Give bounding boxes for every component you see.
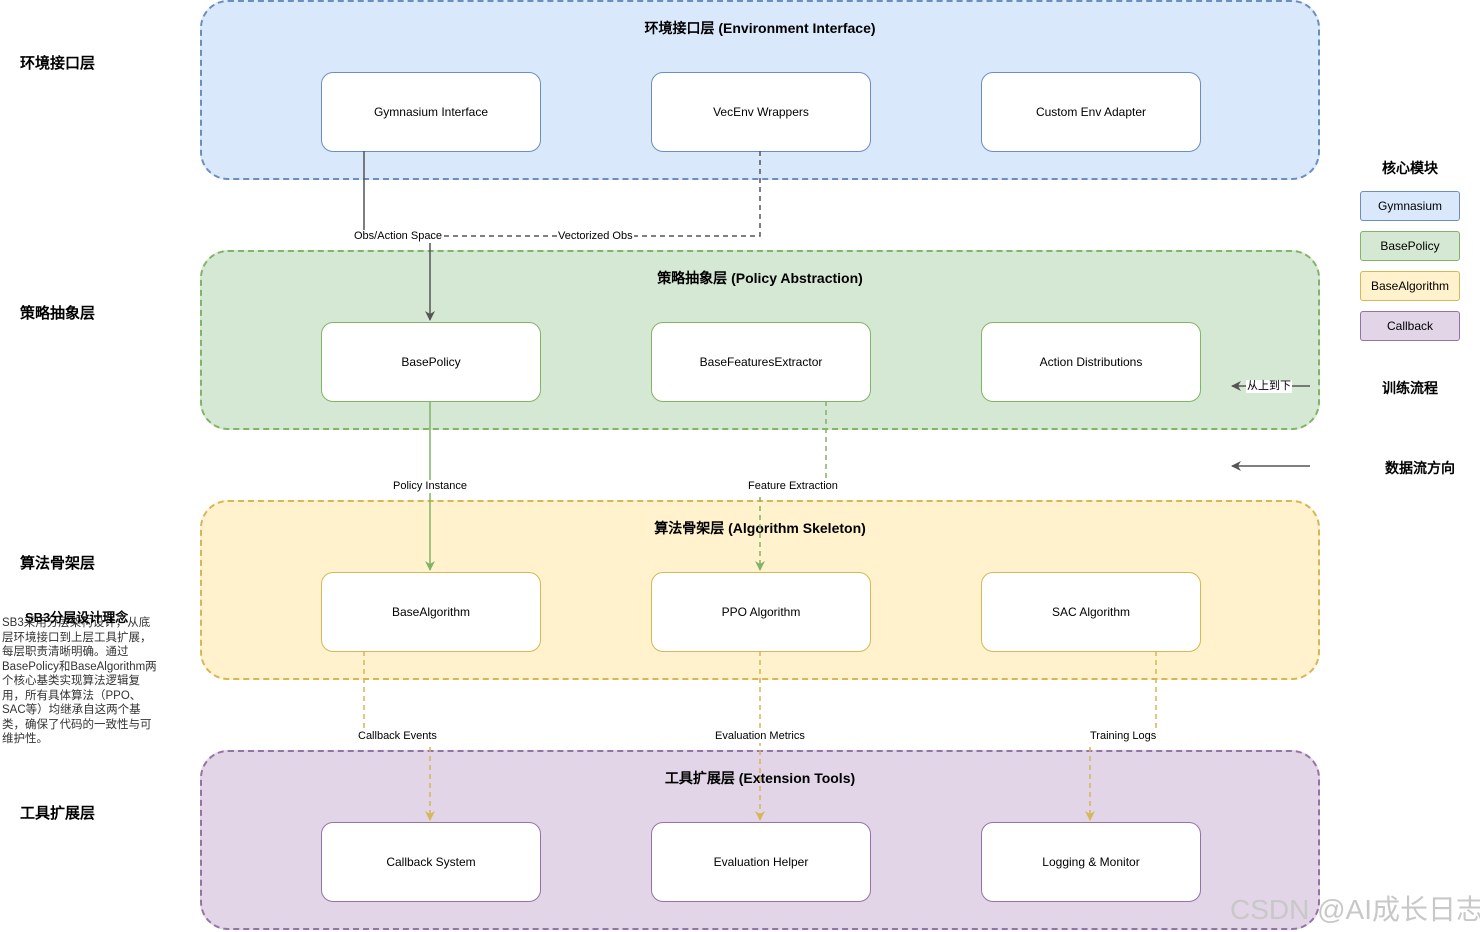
side-label-policy: 策略抽象层 xyxy=(20,305,96,322)
layer-algorithm: 算法骨架层 (Algorithm Skeleton) BaseAlgorithm… xyxy=(200,500,1320,680)
layer-environment: 环境接口层 (Environment Interface) Gymnasium … xyxy=(200,0,1320,180)
side-label-env: 环境接口层 xyxy=(20,55,96,72)
legend-flow-label: 从上到下 xyxy=(1246,380,1292,393)
legend-item-gymnasium: Gymnasium xyxy=(1360,191,1460,221)
side-label-tools: 工具扩展层 xyxy=(20,805,96,822)
legend-flow-title: 训练流程 xyxy=(1382,380,1438,396)
design-note-title: SB3分层设计理念 xyxy=(25,610,129,625)
edge-label-evaluation-metrics: Evaluation Metrics xyxy=(714,730,806,743)
vecenv-wrappers-node[interactable]: VecEnv Wrappers xyxy=(651,72,871,152)
legend-item-basepolicy: BasePolicy xyxy=(1360,231,1460,261)
action-distributions-node[interactable]: Action Distributions xyxy=(981,322,1201,402)
layer-title: 策略抽象层 (Policy Abstraction) xyxy=(657,270,863,286)
callback-system-node[interactable]: Callback System xyxy=(321,822,541,902)
gymnasium-interface-node[interactable]: Gymnasium Interface xyxy=(321,72,541,152)
edge-label-obs-action: Obs/Action Space xyxy=(353,230,444,243)
custom-env-adapter-node[interactable]: Custom Env Adapter xyxy=(981,72,1201,152)
sac-algorithm-node[interactable]: SAC Algorithm xyxy=(981,572,1201,652)
legend-title: 核心模块 xyxy=(1382,160,1438,176)
base-algorithm-node[interactable]: BaseAlgorithm xyxy=(321,572,541,652)
layer-title: 环境接口层 (Environment Interface) xyxy=(644,20,876,36)
edge-label-callback-events: Callback Events xyxy=(357,730,438,743)
evaluation-helper-node[interactable]: Evaluation Helper xyxy=(651,822,871,902)
edge-label-policy-instance: Policy Instance xyxy=(392,480,468,493)
legend-item-basealgorithm: BaseAlgorithm xyxy=(1360,271,1460,301)
edge-label-vectorized: Vectorized Obs xyxy=(557,230,634,243)
layer-policy: 策略抽象层 (Policy Abstraction) BasePolicy Ba… xyxy=(200,250,1320,430)
base-features-extractor-node[interactable]: BaseFeaturesExtractor xyxy=(651,322,871,402)
logging-monitor-node[interactable]: Logging & Monitor xyxy=(981,822,1201,902)
base-policy-node[interactable]: BasePolicy xyxy=(321,322,541,402)
side-label-algorithm: 算法骨架层 xyxy=(20,555,96,572)
legend-item-callback: Callback xyxy=(1360,311,1460,341)
watermark: CSDN @AI成长日志 xyxy=(1230,894,1480,925)
vectorized-obs-connector xyxy=(430,151,761,237)
design-note-body: SB3采用分层架构设计，从底层环境接口到上层工具扩展，每层职责清晰明确。通过Ba… xyxy=(2,617,157,745)
ppo-algorithm-node[interactable]: PPO Algorithm xyxy=(651,572,871,652)
legend-direction-title: 数据流方向 xyxy=(1385,460,1455,476)
edge-label-feature-extraction: Feature Extraction xyxy=(747,480,839,493)
edge-label-training-logs: Training Logs xyxy=(1089,730,1158,743)
